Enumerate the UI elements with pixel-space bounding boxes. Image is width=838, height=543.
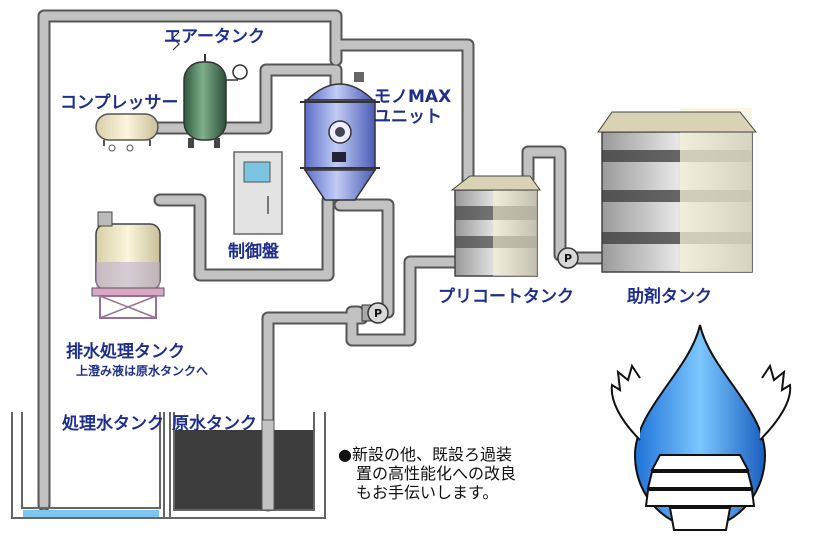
air-tank: [172, 31, 248, 148]
note-line-2: 置の高性能化への改良: [356, 464, 517, 484]
bullet-icon: ●: [338, 445, 352, 464]
service-note: ●新設の他、既設ろ過装 置の高性能化への改良 もお手伝いします。: [338, 445, 516, 503]
precoat-tank: [450, 175, 541, 277]
label-treated-tank: 処理水タンク: [62, 414, 164, 434]
aid-tank: [597, 108, 758, 273]
label-air-tank: エアータンク: [164, 27, 265, 47]
water-drop-mascot: [610, 324, 792, 531]
raw-water-tank: [163, 412, 326, 519]
drain-treatment-tank: [91, 211, 165, 319]
label-compressor: コンプレッサー: [60, 93, 179, 113]
label-drain-note: 上澄み液は原水タンクへ: [76, 364, 209, 378]
label-raw-tank: 原水タンク: [172, 414, 257, 434]
note-line-3: もお手伝いします。: [356, 483, 499, 503]
label-control-panel: 制御盤: [228, 242, 279, 262]
pump-precoat: [557, 247, 579, 269]
control-panel: [233, 151, 283, 235]
label-precoat-tank: プリコートタンク: [438, 287, 574, 307]
pump-main-label: P: [374, 307, 382, 320]
note-line-1: ●新設の他、既設ろ過装: [338, 445, 512, 464]
label-drain-tank: 排水処理タンク: [66, 342, 185, 362]
pump-precoat-label: P: [564, 252, 572, 265]
pump-main: [361, 302, 389, 324]
label-aid-tank: 助剤タンク: [627, 287, 712, 307]
label-mono-max-2: ユニット: [374, 107, 442, 127]
mono-max-unit: [300, 72, 380, 201]
label-mono-max-1: モノMAX: [374, 87, 452, 107]
treated-water-tank: [11, 412, 171, 519]
compressor: [95, 113, 159, 152]
